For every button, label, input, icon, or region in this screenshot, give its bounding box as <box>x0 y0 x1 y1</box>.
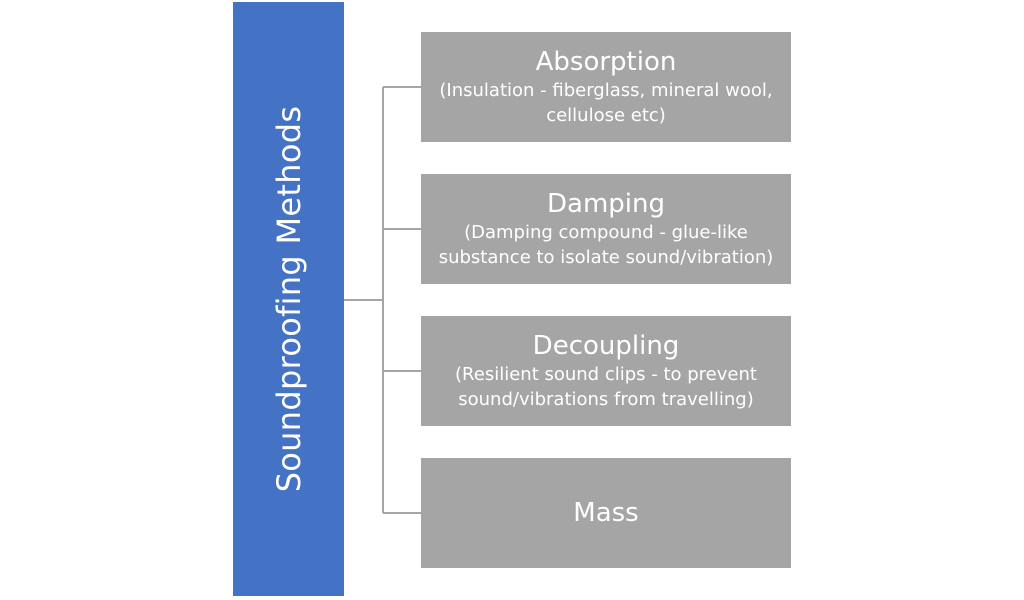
node-title: Decoupling <box>532 331 680 361</box>
node-decoupling: Decoupling (Resilient sound clips - to p… <box>421 316 791 426</box>
node-title: Damping <box>547 189 665 219</box>
node-mass: Mass <box>421 458 791 568</box>
node-description: (Insulation - fiberglass, mineral wool, … <box>439 80 773 126</box>
node-description: (Damping compound - glue-like substance … <box>438 222 774 268</box>
node-damping: Damping (Damping compound - glue-like su… <box>421 174 791 284</box>
root-node: Soundproofing Methods <box>233 2 344 596</box>
node-title: Absorption <box>535 47 677 77</box>
node-description: (Resilient sound clips - to prevent soun… <box>455 364 757 410</box>
node-absorption: Absorption (Insulation - fiberglass, min… <box>421 32 791 142</box>
root-node-label: Soundproofing Methods <box>269 105 308 493</box>
node-title: Mass <box>573 498 639 528</box>
